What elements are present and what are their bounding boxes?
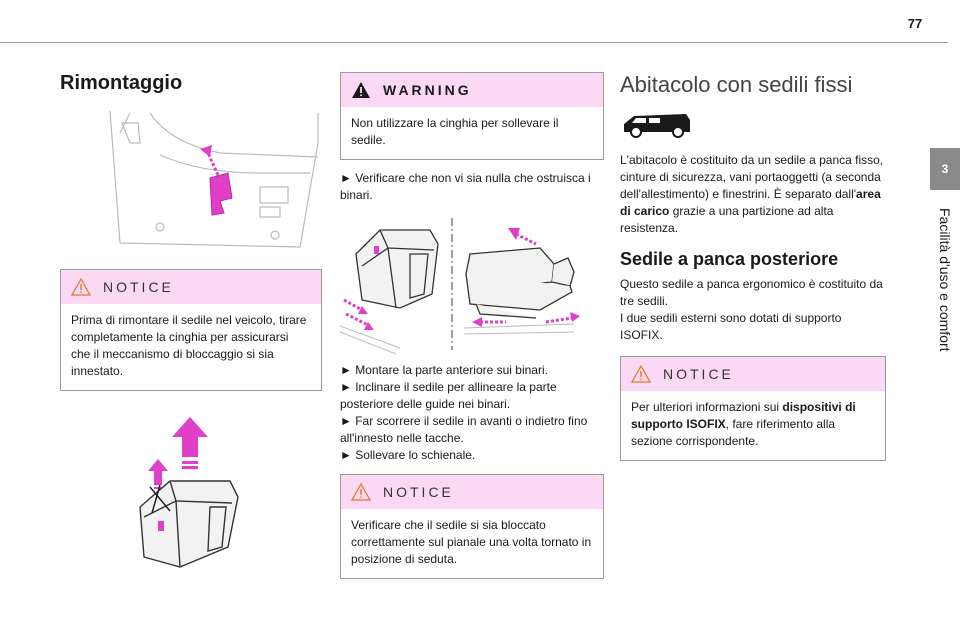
- notice-text: Verificare che il sedile si sia bloccato…: [351, 518, 592, 566]
- top-rule: [0, 42, 948, 43]
- notice-header: NOTICE: [61, 270, 321, 304]
- column-rimontaggio: Rimontaggio: [60, 60, 322, 575]
- notice-callout-lock: NOTICE Verificare che il sedile si sia b…: [340, 474, 604, 579]
- sub-title-bench: Sedile a panca posteriore: [620, 249, 839, 269]
- van-figure: [620, 110, 886, 138]
- bench-isofix: I due sedili esterni sono dotati di supp…: [620, 311, 842, 342]
- step-slide-seat: ► Far scorrere il sedile in avanti o ind…: [340, 414, 588, 445]
- up-arrow-icon: [172, 417, 208, 469]
- warning-text: Non utilizzare la cinghia per sollevare …: [351, 116, 559, 147]
- step-raise-backrest: ► Sollevare lo schienale.: [340, 448, 476, 462]
- bench-description: Questo sedile a panca ergonomico è costi…: [620, 277, 883, 308]
- figure-seat-lift: [60, 407, 322, 575]
- chapter-number-box[interactable]: 3: [930, 148, 960, 190]
- section-title-abitacolo: Abitacolo con sedili fissi: [620, 72, 853, 97]
- warning-header: WARNING: [341, 73, 603, 107]
- notice-label: NOTICE: [383, 484, 454, 500]
- warning-triangle-icon: [352, 82, 370, 98]
- chapter-title: Facilità d'uso e comfort: [937, 208, 953, 352]
- abitacolo-intro: L'abitacolo è costituito da un sedile a …: [620, 153, 884, 235]
- notice-label: NOTICE: [663, 366, 734, 382]
- notice-text: Per ulteriori informazioni sui dispositi…: [631, 400, 856, 448]
- figure-strap-pull: [60, 103, 322, 251]
- van-icon: [624, 114, 690, 138]
- step-tilt-seat: ► Inclinare il sedile per allineare la p…: [340, 380, 557, 411]
- steps-list: ► Montare la parte anteriore sui binari.…: [340, 362, 604, 464]
- step-check-rails: ► Verificare che non vi sia nulla che os…: [340, 171, 591, 202]
- notice-label: NOTICE: [103, 279, 174, 295]
- notice-header: NOTICE: [341, 475, 603, 509]
- section-title-rimontaggio: Rimontaggio: [60, 72, 183, 94]
- caution-triangle-icon: [351, 483, 371, 501]
- step-mount-front: ► Montare la parte anteriore sui binari.: [340, 363, 548, 377]
- warning-callout: WARNING Non utilizzare la cinghia per so…: [340, 72, 604, 160]
- caution-triangle-icon: [71, 278, 91, 296]
- caution-triangle-icon: [631, 365, 651, 383]
- notice-header: NOTICE: [621, 357, 885, 391]
- column-reinstall-steps: WARNING Non utilizzare la cinghia per so…: [340, 72, 604, 579]
- figure-seat-on-rails: [340, 214, 604, 354]
- notice-callout-rimontaggio: NOTICE Prima di rimontare il sedile nel …: [60, 269, 322, 391]
- page-number: 77: [907, 16, 923, 31]
- warning-label: WARNING: [383, 82, 472, 98]
- column-fixed-seats: Abitacolo con sedili fissi L'abitacolo è…: [620, 60, 886, 461]
- notice-text: Prima di rimontare il sedile nel veicolo…: [71, 313, 307, 378]
- notice-callout-isofix: NOTICE Per ulteriori informazioni sui di…: [620, 356, 886, 461]
- side-tab: 3 Facilità d'uso e comfort: [930, 0, 960, 640]
